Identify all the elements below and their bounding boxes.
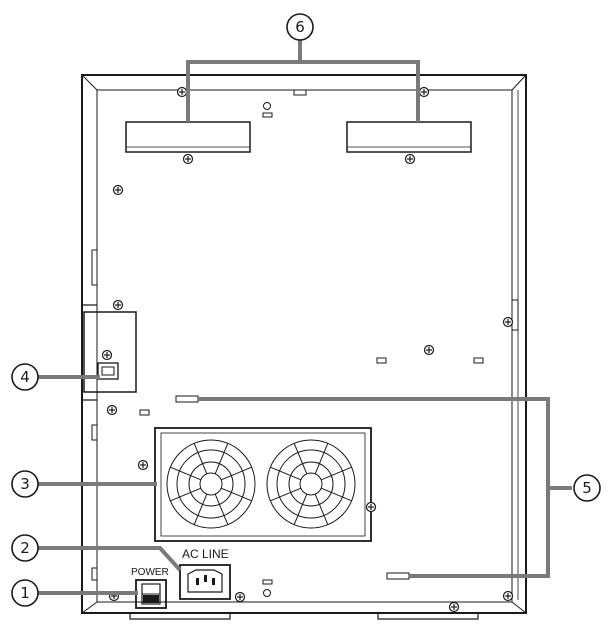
screw-icon xyxy=(112,184,124,196)
fan-spoke xyxy=(220,466,252,481)
usb-port-icon xyxy=(97,362,119,380)
top-handles xyxy=(125,121,472,153)
screw-icon xyxy=(234,591,246,603)
fan-spoke xyxy=(293,443,308,475)
leader-lines xyxy=(38,40,572,595)
ac-line-inlet xyxy=(179,564,231,600)
callouts: 6 4 3 2 1 5 xyxy=(11,13,601,607)
fan-spoke xyxy=(170,466,202,481)
fan-spoke xyxy=(220,487,252,502)
screw-icon xyxy=(112,299,124,311)
fan-spoke xyxy=(214,493,229,525)
callout-2: 2 xyxy=(11,534,39,562)
power-label: POWER xyxy=(131,567,169,578)
callout-1-number: 1 xyxy=(20,584,30,602)
screw-icon xyxy=(101,349,113,361)
screw-icon xyxy=(502,590,514,602)
device-body xyxy=(81,74,527,620)
panel-details xyxy=(139,102,484,597)
fan-spoke xyxy=(293,493,308,525)
fan-spoke xyxy=(314,443,329,475)
fan-spoke xyxy=(320,487,352,502)
fan-spoke xyxy=(193,443,208,475)
fan-spoke xyxy=(170,487,202,502)
fan-spoke xyxy=(270,487,302,502)
screw-icon xyxy=(418,86,430,98)
callout-5: 5 xyxy=(573,474,601,502)
callout-1: 1 xyxy=(11,579,39,607)
callout-3-number: 3 xyxy=(20,475,30,493)
usb-port-area xyxy=(81,304,137,401)
ac-line-label: AC LINE xyxy=(182,547,229,561)
screw-icon xyxy=(365,501,377,513)
callout-6: 6 xyxy=(286,13,314,41)
callout-4-number: 4 xyxy=(20,368,30,386)
fan-spoke xyxy=(214,443,229,475)
screw-icon xyxy=(182,153,194,165)
screw-icon xyxy=(404,153,416,165)
fan-spoke xyxy=(193,493,208,525)
power-switch xyxy=(135,579,167,609)
fan-spoke xyxy=(314,493,329,525)
screw-icon xyxy=(137,459,149,471)
callout-4: 4 xyxy=(11,363,39,391)
screw-icon xyxy=(176,86,188,98)
callout-3: 3 xyxy=(11,470,39,498)
callout-6-number: 6 xyxy=(295,18,305,36)
callout-5-number: 5 xyxy=(582,479,592,497)
fan-spoke xyxy=(270,466,302,481)
screw-icon xyxy=(502,316,514,328)
screw-icon xyxy=(448,601,460,613)
fan-spoke xyxy=(320,466,352,481)
fan-grille xyxy=(154,427,372,542)
screws xyxy=(101,86,514,613)
screw-icon xyxy=(423,344,435,356)
screw-icon xyxy=(106,404,118,416)
callout-2-number: 2 xyxy=(20,539,30,557)
